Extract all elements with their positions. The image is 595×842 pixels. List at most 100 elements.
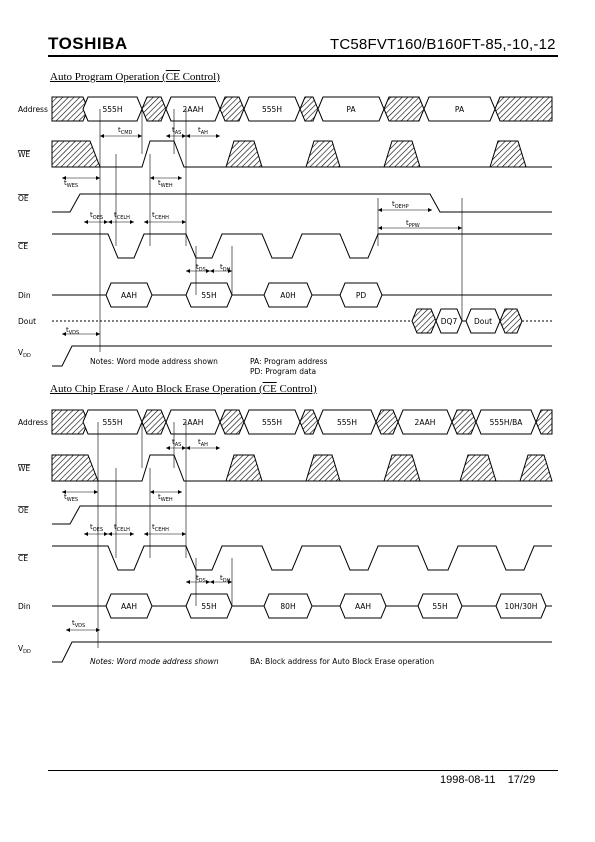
erase-tcelh-arrow-head-l bbox=[108, 532, 112, 536]
program-legend-pa: PA: Program address bbox=[250, 357, 328, 366]
erase-address-dontcare-2 bbox=[141, 409, 167, 435]
tppw-arrow-head-r bbox=[458, 226, 462, 230]
tah-arrow-head-r bbox=[216, 134, 220, 138]
dout-invalid-1 bbox=[411, 308, 437, 334]
program-note: Notes: Word mode address shown bbox=[90, 357, 218, 366]
tds-arrow-head-l bbox=[186, 269, 190, 273]
tvds-arrow-head-r bbox=[96, 332, 100, 336]
tds-arrow-head-r bbox=[206, 269, 210, 273]
tvds-label: tVDS bbox=[66, 326, 79, 336]
erase-tah-label: tAH bbox=[198, 438, 208, 448]
erase-we-dontcare-pulse-3 bbox=[383, 454, 421, 482]
tah-arrow-head-l bbox=[186, 134, 190, 138]
tah-label: tAH bbox=[198, 126, 208, 136]
erase-din-2-label: 55H bbox=[201, 602, 216, 611]
erase-we-dontcare-pulse-2 bbox=[305, 454, 341, 482]
tcehh-arrow-head-r bbox=[182, 220, 186, 224]
twes-arrow-head-l bbox=[62, 176, 66, 180]
erase-address-4-label: 555H bbox=[337, 418, 357, 427]
erase-tah-arrow-head-r bbox=[216, 446, 220, 450]
erase-tds-arrow-head-r bbox=[206, 580, 210, 584]
oe-signal-label: OE bbox=[18, 194, 29, 203]
tas-arrow-head-l bbox=[166, 134, 170, 138]
erase-tcelh-label: tCELH bbox=[114, 523, 130, 533]
erase-ce-waveform bbox=[52, 545, 552, 571]
erase-we-signal-label: WE bbox=[18, 464, 30, 473]
erase-din-5-label: 55H bbox=[432, 602, 447, 611]
erase-tweh-arrow-head-l bbox=[150, 490, 154, 494]
din-pd-label: PD bbox=[356, 291, 367, 300]
toshiba-logo: TOSHIBA bbox=[48, 34, 128, 53]
we-initial-dontcare bbox=[51, 140, 101, 168]
erase-address-5-label: 2AAH bbox=[415, 418, 436, 427]
tvds-arrow-head-l bbox=[62, 332, 66, 336]
erase-ce-signal-label: CE bbox=[18, 554, 28, 563]
tcelh-arrow-head-l bbox=[108, 220, 112, 224]
erase-tcelh-arrow-head-r bbox=[130, 532, 134, 536]
tcehh-arrow-head-l bbox=[144, 220, 148, 224]
header-rule bbox=[48, 55, 558, 57]
erase-tas-arrow-head-r bbox=[182, 446, 186, 450]
erase-tds-label: tDS bbox=[196, 574, 206, 584]
erase-we-dontcare-pulse-4 bbox=[459, 454, 497, 482]
address-dontcare-6 bbox=[494, 96, 553, 122]
toehp-arrow-head-r bbox=[428, 208, 432, 212]
footer-date-page: 1998-08-11 17/29 bbox=[440, 774, 535, 786]
tcehh-label: tCEHH bbox=[152, 211, 169, 221]
tcelh-arrow-head-r bbox=[130, 220, 134, 224]
tas-arrow-head-r bbox=[182, 134, 186, 138]
erase-din-4-label: AAH bbox=[355, 602, 371, 611]
erase-oe-waveform bbox=[52, 505, 552, 525]
we-dontcare-pulse-3 bbox=[383, 140, 421, 168]
tppw-arrow-head-l bbox=[378, 226, 382, 230]
footer-date: 1998-08-11 bbox=[440, 774, 496, 786]
tweh-arrow-head-r bbox=[178, 176, 182, 180]
tcmd-arrow-head-l bbox=[100, 134, 104, 138]
tas-label: tAS bbox=[172, 126, 181, 136]
erase-tweh-arrow-head-r bbox=[178, 490, 182, 494]
twes-arrow-head-r bbox=[96, 176, 100, 180]
erase-we-initial-dontcare bbox=[51, 454, 99, 482]
erase-twes-arrow-head-l bbox=[62, 490, 66, 494]
tdh-arrow-head-l bbox=[210, 269, 214, 273]
erase-din-3-label: 80H bbox=[280, 602, 295, 611]
we-dontcare-pulse-4 bbox=[489, 140, 527, 168]
erase-address-2-label: 2AAH bbox=[183, 418, 204, 427]
erase-address-dontcare-6 bbox=[451, 409, 477, 435]
erase-address-dontcare-4 bbox=[299, 409, 319, 435]
we-signal-label: WE bbox=[18, 150, 30, 159]
erase-tcehh-arrow-head-r bbox=[182, 532, 186, 536]
erase-tds-arrow-head-l bbox=[186, 580, 190, 584]
erase-note: Notes: Word mode address shown bbox=[90, 657, 219, 666]
din-a0h-label: A0H bbox=[280, 291, 296, 300]
oe-waveform bbox=[52, 193, 552, 213]
tcelh-label: tCELH bbox=[114, 211, 130, 221]
erase-address-dontcare-end bbox=[535, 409, 553, 435]
erase-we-dontcare-pulse-5 bbox=[519, 454, 553, 482]
toes-label: tOES bbox=[90, 211, 103, 221]
erase-address-dontcare-5 bbox=[375, 409, 399, 435]
tcmd-label: tCMD bbox=[118, 126, 133, 136]
erase-address-signal-label: Address bbox=[18, 418, 48, 427]
erase-tcehh-arrow-head-l bbox=[144, 532, 148, 536]
dout-signal-label: Dout bbox=[18, 317, 36, 326]
erase-din-1-label: AAH bbox=[121, 602, 137, 611]
toehp-label: tOEHP bbox=[392, 200, 409, 210]
address-dontcare-4 bbox=[299, 96, 319, 122]
address-555h-2-label: 555H bbox=[262, 105, 282, 114]
erase-tweh-label: tWEH bbox=[158, 493, 173, 503]
erase-section-title: Auto Chip Erase / Auto Block Erase Opera… bbox=[50, 383, 317, 395]
erase-address-1-label: 555H bbox=[103, 418, 123, 427]
tweh-arrow-head-l bbox=[150, 176, 154, 180]
din-aah-label: AAH bbox=[121, 291, 137, 300]
address-2aah-label: 2AAH bbox=[183, 105, 204, 114]
we-dontcare-pulse-2 bbox=[305, 140, 341, 168]
dout-dq7-label: DQ7 bbox=[441, 317, 458, 326]
erase-toes-arrow-head-r bbox=[104, 532, 108, 536]
address-pa-1-label: PA bbox=[346, 105, 356, 114]
erase-address-3-label: 555H bbox=[262, 418, 282, 427]
erase-twes-label: tWES bbox=[64, 493, 78, 503]
program-section-title: Auto Program Operation (CE Control) bbox=[50, 71, 220, 83]
